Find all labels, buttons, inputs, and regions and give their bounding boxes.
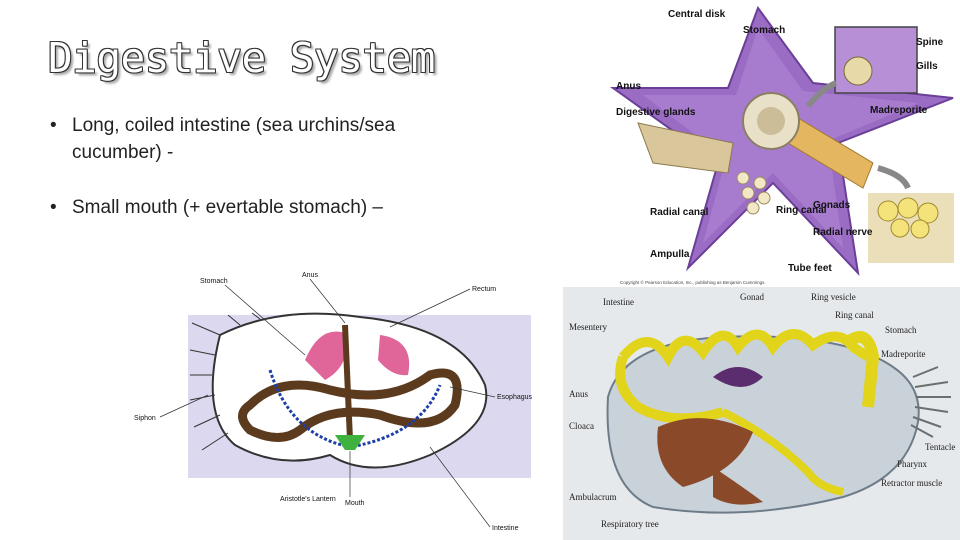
bullet-item: Small mouth (+ evertable stomach) – xyxy=(48,194,468,221)
label-radial-nerve: Radial nerve xyxy=(813,227,873,238)
sea-urchin-diagram: Stomach Anus Rectum Siphon Esophagus Mou… xyxy=(130,265,550,540)
label-digestive-glands: Digestive glands xyxy=(616,107,696,118)
label-aristotles-lantern: Aristotle's Lantern xyxy=(280,496,336,503)
label-intestine: Intestine xyxy=(603,297,634,307)
label-tentacle: Tentacle xyxy=(925,442,955,452)
label-retractor-muscle: Retractor muscle xyxy=(881,478,942,488)
label-central-disk: Central disk xyxy=(668,9,726,20)
label-rectum: Rectum xyxy=(472,286,496,293)
copyright-text: Copyright © Pearson Education, Inc., pub… xyxy=(620,279,766,285)
bullet-list: Long, coiled intestine (sea urchins/sea … xyxy=(48,112,468,221)
label-mesentery: Mesentery xyxy=(569,322,607,332)
sea-cucumber-illustration: Intestine Gonad Ring vesicle Ring canal … xyxy=(563,287,960,540)
label-radial-canal: Radial canal xyxy=(650,207,709,218)
label-ring-canal: Ring canal xyxy=(835,310,874,320)
label-stomach: Stomach xyxy=(885,325,917,335)
label-cloaca: Cloaca xyxy=(569,421,594,431)
sea-star-diagram: Central disk Stomach Spine Gills Anus Di… xyxy=(608,3,960,288)
label-stomach: Stomach xyxy=(743,25,785,36)
bullet-item: Long, coiled intestine (sea urchins/sea … xyxy=(48,112,468,166)
sea-star-illustration: Central disk Stomach Spine Gills Anus Di… xyxy=(608,3,960,288)
label-anus: Anus xyxy=(616,81,641,92)
label-siphon: Siphon xyxy=(134,415,156,422)
label-gills: Gills xyxy=(916,61,938,72)
slide-title: Digestive System xyxy=(48,34,435,82)
label-respiratory-tree: Respiratory tree xyxy=(601,519,659,529)
label-ring-vesicle: Ring vesicle xyxy=(811,292,856,302)
label-stomach: Stomach xyxy=(200,278,228,285)
label-tube-feet: Tube feet xyxy=(788,263,832,274)
label-ambulacrum: Ambulacrum xyxy=(569,492,617,502)
label-madreporite: Madreporite xyxy=(881,349,925,359)
label-gonad: Gonad xyxy=(740,292,764,302)
label-esophagus: Esophagus xyxy=(497,394,533,401)
label-spine: Spine xyxy=(916,37,944,48)
label-mouth: Mouth xyxy=(345,500,365,507)
label-anus: Anus xyxy=(302,272,318,279)
sea-urchin-illustration: Stomach Anus Rectum Siphon Esophagus Mou… xyxy=(130,265,550,540)
sea-cucumber-diagram: Intestine Gonad Ring vesicle Ring canal … xyxy=(563,287,960,540)
label-gonads: Gonads xyxy=(813,200,851,211)
label-madreporite: Madreporite xyxy=(870,105,928,116)
label-anus: Anus xyxy=(569,389,588,399)
label-ring-canal: Ring canal xyxy=(776,205,827,216)
label-ampulla: Ampulla xyxy=(650,249,690,260)
label-pharynx: Pharynx xyxy=(897,459,927,469)
label-intestine: Intestine xyxy=(492,525,519,532)
